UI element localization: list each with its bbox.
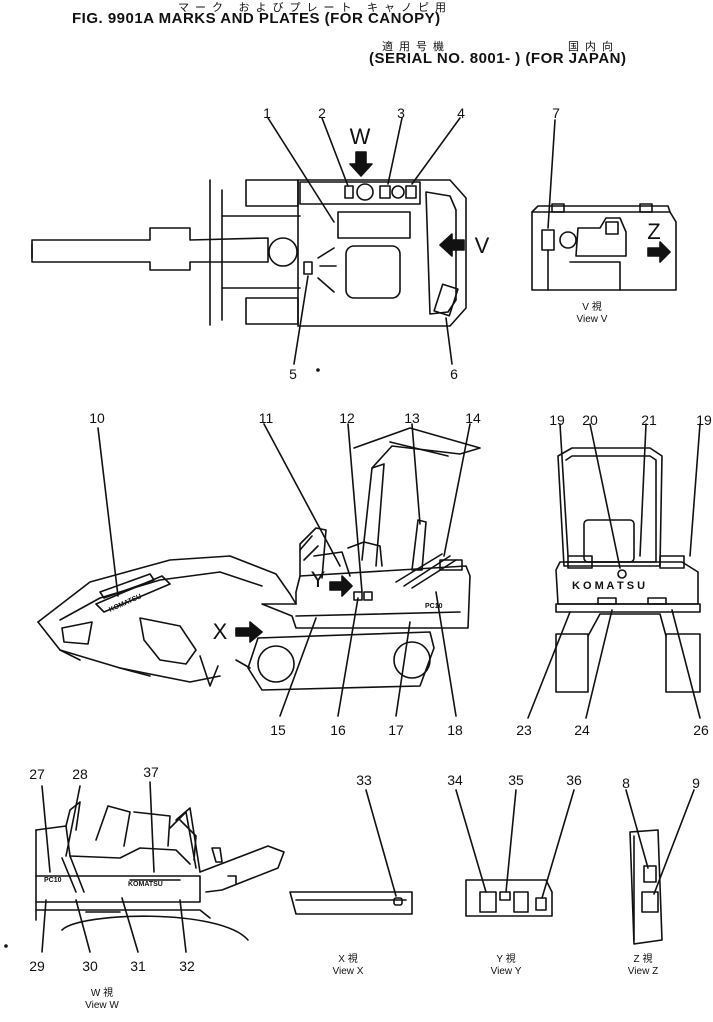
view-x-drawing	[290, 790, 412, 914]
callout-3: 3	[397, 105, 405, 121]
callout-20: 20	[582, 412, 598, 428]
view-w-caption: W 視 View W	[85, 988, 119, 1012]
komatsu-rear-plate: K O M A T S U	[572, 580, 646, 592]
callout-31: 31	[130, 958, 146, 974]
callout-6: 6	[450, 366, 458, 382]
callout-21: 21	[641, 412, 657, 428]
callout-30: 30	[82, 958, 98, 974]
view-z-drawing	[626, 790, 694, 944]
callout-36: 36	[566, 772, 582, 788]
view-v-caption: V 視 View V	[577, 302, 608, 326]
serial-number: (SERIAL NO. 8001- ) (FOR JAPAN)	[369, 50, 627, 67]
view-v-label: View V	[576, 314, 608, 325]
model-plate-w: PC10	[44, 877, 62, 884]
figure-title: FIG. 9901A MARKS AND PLATES (FOR CANOPY)	[72, 10, 441, 27]
side-view	[38, 424, 480, 716]
callout-16: 16	[330, 722, 346, 738]
view-y-label: View Y	[490, 966, 522, 977]
callout-23: 23	[516, 722, 532, 738]
komatsu-side-plate: KOMATSU	[128, 881, 163, 888]
view-w-kana: W 視	[90, 988, 114, 999]
view-x-caption: X 視 View X	[333, 954, 364, 978]
callout-19-left: 19	[549, 412, 565, 428]
callout-27: 27	[29, 766, 45, 782]
callout-2: 2	[318, 105, 326, 121]
view-x-kana: X 視	[338, 954, 358, 965]
view-z-kana: Z 視	[633, 954, 653, 965]
serial-kana: 適用号機	[382, 40, 450, 53]
callout-34: 34	[447, 772, 463, 788]
view-x-label: View X	[332, 966, 364, 977]
callout-9: 9	[692, 775, 700, 791]
callout-18: 18	[447, 722, 463, 738]
view-y-kana: Y 視	[496, 954, 516, 965]
view-y-caption: Y 視 View Y	[491, 954, 522, 978]
arrow-label-v: V	[474, 233, 490, 258]
arrow-label-w: W	[349, 124, 371, 149]
model-plate: PC10	[425, 603, 443, 610]
callout-7: 7	[552, 105, 560, 121]
title-kana: マーク およびプレート キャノピ用	[178, 1, 452, 14]
callout-8: 8	[622, 775, 630, 791]
callout-37: 37	[143, 764, 159, 780]
callout-19-right: 19	[696, 412, 712, 428]
arrow-label-y: Y	[310, 567, 326, 592]
view-v-kana: V 視	[582, 302, 602, 313]
callout-12: 12	[339, 410, 355, 426]
callout-33: 33	[356, 772, 372, 788]
market-kana: 国内向	[568, 40, 619, 53]
callout-11: 11	[258, 410, 274, 426]
top-view	[32, 118, 466, 364]
view-z-label: View Z	[627, 966, 659, 977]
view-z-caption: Z 視 View Z	[628, 954, 658, 978]
callout-5: 5	[289, 366, 297, 382]
callout-14: 14	[465, 410, 481, 426]
callout-26: 26	[693, 722, 709, 738]
view-w-drawing	[36, 782, 284, 952]
callout-24: 24	[574, 722, 590, 738]
callout-10: 10	[89, 410, 105, 426]
view-v-drawing	[532, 120, 676, 290]
rear-view	[528, 424, 700, 718]
callout-4: 4	[457, 105, 465, 121]
view-w-label: View W	[85, 1000, 119, 1011]
callout-17: 17	[388, 722, 404, 738]
callout-13: 13	[404, 410, 420, 426]
arrow-label-x: X	[212, 619, 228, 644]
callout-15: 15	[270, 722, 286, 738]
callout-1: 1	[263, 105, 271, 121]
arrow-label-z: Z	[647, 219, 661, 244]
callout-28: 28	[72, 766, 88, 782]
callout-35: 35	[508, 772, 524, 788]
view-y-drawing	[456, 790, 574, 916]
callout-32: 32	[179, 958, 195, 974]
callout-29: 29	[29, 958, 45, 974]
